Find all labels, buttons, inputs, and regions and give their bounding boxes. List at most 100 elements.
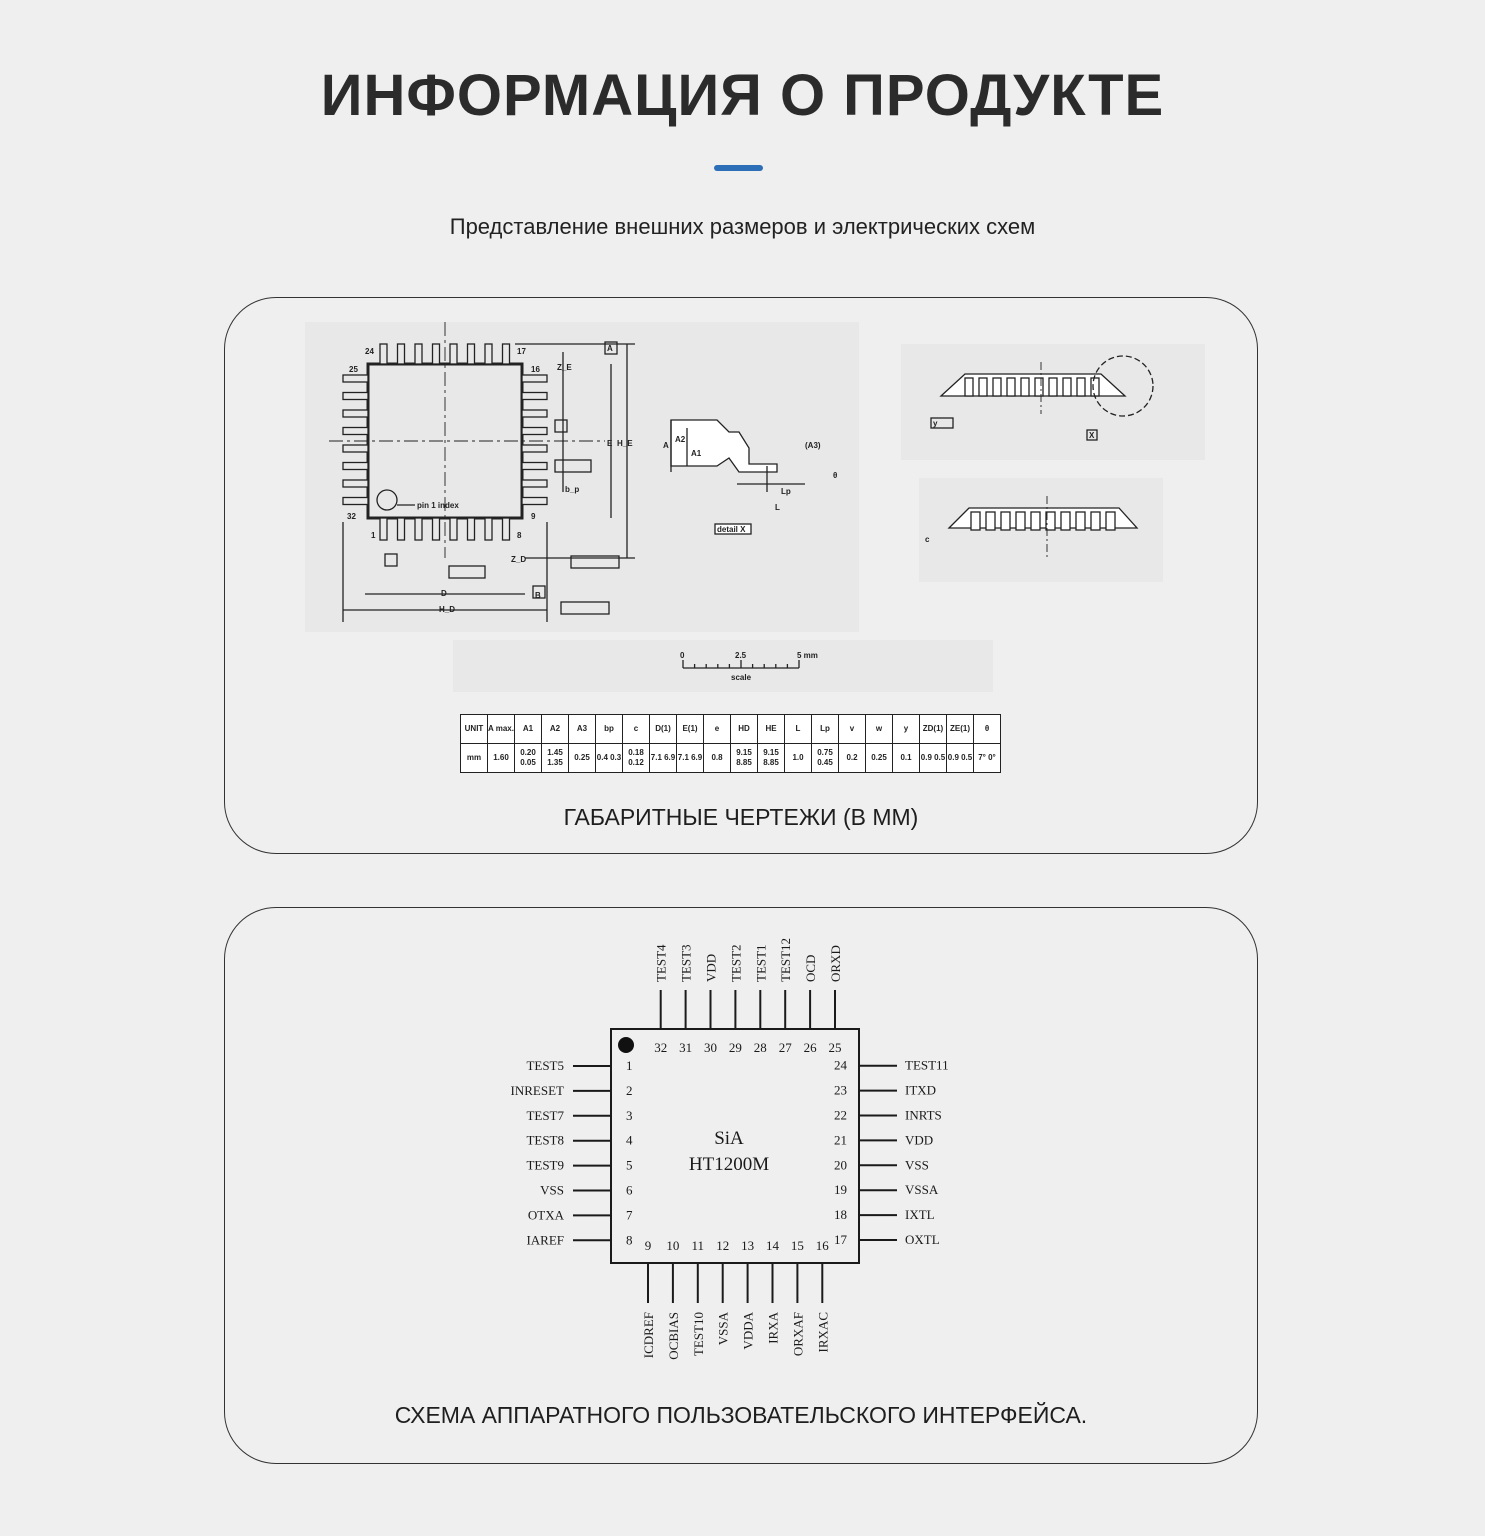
package-lead (449, 343, 458, 365)
side-lead (1062, 377, 1072, 397)
dimension-table-cell: 0.18 0.12 (622, 743, 650, 773)
pin1-marker (618, 1037, 634, 1053)
pin-name-label: IAREF (526, 1232, 564, 1247)
side-lead (1105, 511, 1116, 531)
dimension-table-header-cell: w (865, 714, 893, 744)
datum-a-label: A (607, 344, 613, 353)
dimension-table-header-cell: θ (973, 714, 1001, 744)
side-lead (1030, 511, 1041, 531)
pin-name-label: OXTL (905, 1232, 940, 1247)
package-lead (484, 343, 493, 365)
dim-a3-label: (A3) (805, 441, 821, 450)
pin-name-label: VSSA (905, 1182, 939, 1197)
dimension-table-cell: 0.9 0.5 (919, 743, 947, 773)
package-lead (342, 374, 369, 383)
datum-y-label: y (933, 419, 938, 428)
dimension-table-cell: 0.25 (865, 743, 893, 773)
pin-number-label: 27 (779, 1040, 793, 1055)
package-lead (342, 461, 369, 471)
dimension-table-header-cell: UNIT (460, 714, 488, 744)
package-lead (521, 426, 548, 436)
package-lead (449, 517, 458, 541)
dimension-table-header-cell: A max. (487, 714, 515, 744)
dimension-table-header-cell: e (703, 714, 731, 744)
detail-x-drawing: A A1 A2 (A3) Lp L θ detail X (663, 419, 837, 535)
pin-number-label: 12 (716, 1238, 729, 1253)
pin-name-label: TEST10 (691, 1312, 706, 1356)
pin-number-label: 8 (626, 1232, 633, 1247)
package-lead (466, 343, 476, 365)
dimension-table-header-cell: A1 (514, 714, 542, 744)
dimension-table-cell: 0.8 (703, 743, 731, 773)
title-accent-bar (714, 165, 763, 171)
page-subtitle: Представление внешних размеров и электри… (449, 214, 1036, 239)
pin-name-label: IRXA (766, 1311, 781, 1343)
pinout-caption: СХЕМА АППАРАТНОГО ПОЛЬЗОВАТЕЛЬСКОГО ИНТЕ… (394, 1402, 1088, 1428)
pin-number-label: 10 (666, 1238, 679, 1253)
page-title: ИНФОРМАЦИЯ О ПРОДУКТЕ (320, 63, 1165, 128)
pin-name-label: ICDREF (641, 1312, 656, 1358)
dimension-table-cell: 0.25 (568, 743, 596, 773)
pin-name-label: IRXAC (815, 1312, 830, 1352)
pin-number-label: 9 (645, 1238, 652, 1253)
scale-tick-label: 0 (680, 651, 685, 660)
side-lead (1090, 377, 1100, 397)
dim-a1-label: A1 (691, 449, 702, 458)
datum-b-label: B (535, 591, 541, 600)
pin-number-label: 29 (729, 1040, 742, 1055)
dimension-table-cell: 1.45 1.35 (541, 743, 569, 773)
dimension-table-header-cell: c (622, 714, 650, 744)
pin-number-label: 6 (626, 1183, 633, 1198)
dim-zd-label: Z_D (511, 555, 526, 564)
pin-name-label: INRTS (905, 1108, 942, 1123)
package-lead (379, 343, 388, 365)
pin-name-label: INRESET (511, 1083, 565, 1098)
dimension-table-cell: 1.0 (784, 743, 812, 773)
dimension-table-cell: 0.75 0.45 (811, 743, 839, 773)
scale-sheet: 0 2.5 5 mm scale (453, 640, 993, 692)
pin-number-label: 18 (834, 1207, 847, 1222)
pin-number-label: 22 (834, 1108, 847, 1123)
package-lead (379, 517, 388, 541)
end-view-sheet: c (919, 478, 1163, 582)
package-lead (414, 343, 423, 365)
pin-number-label: 32 (654, 1040, 667, 1055)
pin-number-label: 23 (834, 1083, 847, 1098)
package-lead (521, 479, 548, 488)
dimension-table-header-cell: D(1) (649, 714, 677, 744)
package-side-view-drawing: y X (930, 355, 1154, 441)
outline-caption: ГАБАРИТНЫЕ ЧЕРТЕЖИ (В ММ) (563, 804, 919, 830)
pin-name-label: TEST11 (905, 1058, 949, 1073)
dimension-table-header-cell: bp (595, 714, 623, 744)
pin-number-label: 24 (834, 1058, 848, 1073)
side-lead (1015, 511, 1026, 531)
dimension-table-header-cell: y (892, 714, 920, 744)
side-lead (1060, 511, 1071, 531)
corner-pin-label: 25 (349, 365, 358, 374)
pin-number-label: 25 (829, 1040, 842, 1055)
package-lead (501, 343, 511, 365)
pin-number-label: 1 (626, 1058, 633, 1073)
corner-pin-label: 17 (517, 347, 526, 356)
pin-number-label: 30 (704, 1040, 717, 1055)
pin-name-label: VSS (540, 1183, 564, 1198)
pin-name-label: TEST7 (526, 1108, 564, 1123)
corner-pin-label: 16 (531, 365, 540, 374)
pin-name-label: VDD (905, 1132, 933, 1147)
pin-name-label: ORXAF (790, 1312, 805, 1356)
side-lead (1076, 377, 1086, 397)
chip-label-line1: SiA (714, 1128, 744, 1149)
dimension-table-cell: 7.1 6.9 (649, 743, 677, 773)
package-lead (521, 374, 548, 383)
pin-number-label: 4 (626, 1133, 633, 1148)
package-lead (466, 517, 476, 541)
pin-number-label: 11 (692, 1238, 705, 1253)
dimension-table-header-cell: L (784, 714, 812, 744)
package-lead (342, 496, 369, 506)
pin-number-label: 13 (741, 1238, 754, 1253)
dimension-table-header-cell: v (838, 714, 866, 744)
pin-name-label: IXTL (905, 1207, 935, 1222)
